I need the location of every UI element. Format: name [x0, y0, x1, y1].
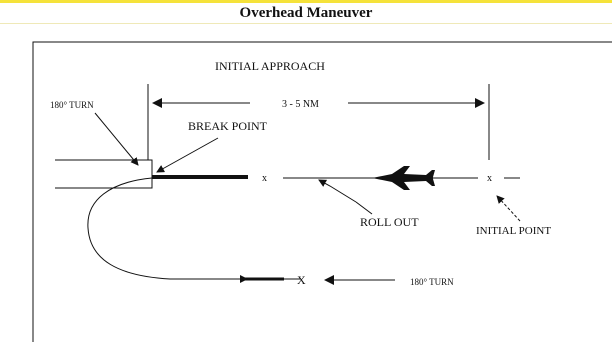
label-initial-approach: INITIAL APPROACH — [215, 59, 325, 73]
break-turn-box — [55, 159, 153, 189]
label-180-turn-top: 180° TURN — [50, 100, 94, 110]
label-break-point: BREAK POINT — [188, 119, 268, 133]
marker-downwind: X — [297, 273, 306, 287]
pointer-roll-out — [318, 179, 357, 203]
label-180-turn-bottom: 180° TURN — [410, 277, 454, 287]
marker-initial-point: x — [487, 173, 492, 184]
pointer-180-turn-top — [94, 112, 139, 166]
label-initial-point: INITIAL POINT — [476, 225, 551, 237]
title-divider — [0, 23, 612, 24]
pointer-roll-out-lead — [355, 201, 373, 215]
aircraft-icon — [372, 166, 435, 190]
marker-break: x — [262, 173, 267, 184]
pointer-break-point — [156, 137, 219, 173]
pattern-track-turn — [87, 177, 300, 280]
label-roll-out: ROLL OUT — [360, 215, 419, 229]
page-title: Overhead Maneuver — [239, 5, 373, 21]
pointer-initial-point — [496, 195, 521, 222]
top-accent-rule — [0, 0, 612, 3]
diagram-border — [32, 41, 612, 342]
label-distance: 3 - 5 NM — [282, 99, 319, 110]
